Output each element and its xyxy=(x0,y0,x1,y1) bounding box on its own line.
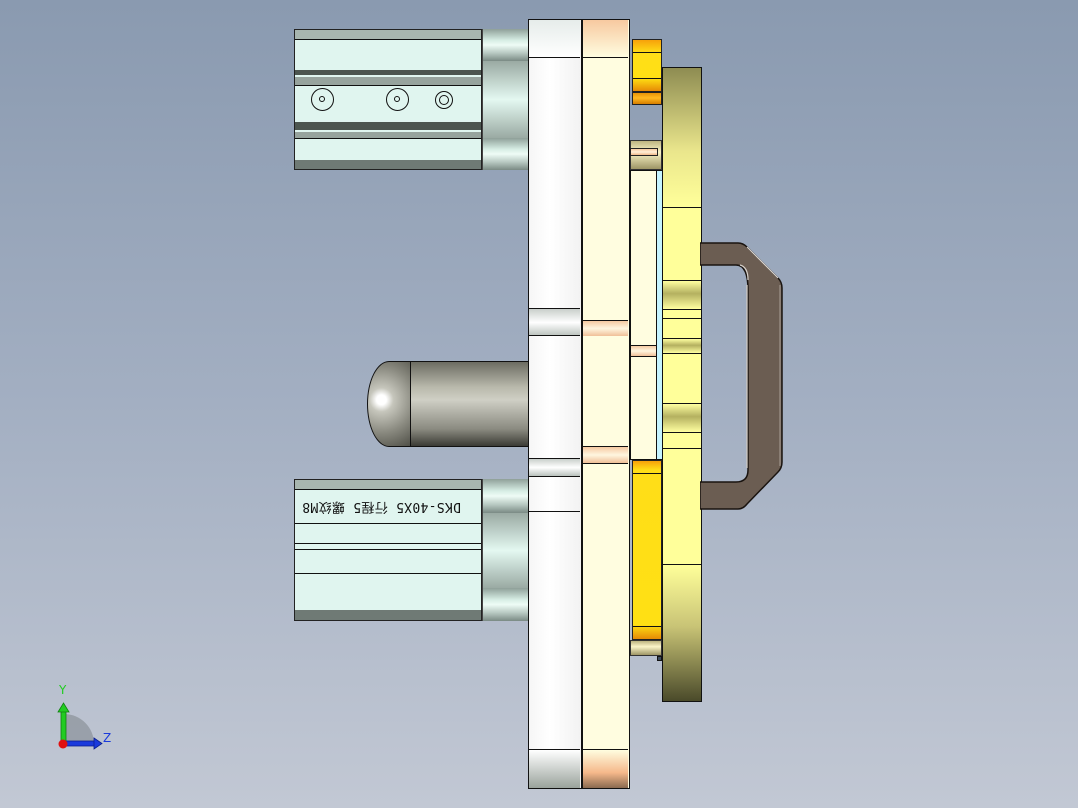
coordinate-triad: Y Z xyxy=(50,683,120,752)
plate-seam xyxy=(529,308,580,336)
clamp-edge xyxy=(663,318,701,319)
plate-bottom-bevel xyxy=(529,749,580,788)
base-plate-white[interactable] xyxy=(528,19,582,789)
locating-pin[interactable] xyxy=(367,361,531,447)
air-port-center xyxy=(394,96,400,102)
air-port-icon[interactable] xyxy=(386,88,409,111)
top-cylinder-slot xyxy=(295,122,481,130)
plate-top-bevel xyxy=(529,20,580,58)
guide-rod-bushing xyxy=(630,148,658,156)
block-edge xyxy=(633,52,661,53)
spacer-seam xyxy=(631,345,657,357)
yellow-clamp-plate[interactable] xyxy=(662,67,702,702)
top-cylinder-groove xyxy=(295,77,481,85)
bottom-cylinder[interactable]: DKS-40X5 行程5 螺纹M8 xyxy=(294,479,530,621)
edge-line xyxy=(295,138,481,140)
gold-stop-block-bottom[interactable] xyxy=(632,460,662,640)
bottom-cylinder-rod-upper xyxy=(482,479,528,513)
top-cylinder-slot xyxy=(295,70,481,75)
edge-line xyxy=(295,573,481,575)
top-cylinder-band xyxy=(295,160,481,169)
plate-top-shade xyxy=(663,68,701,208)
plate-seam-line xyxy=(529,335,580,336)
edge-line xyxy=(295,543,481,545)
clamp-band xyxy=(663,403,701,433)
bottom-cylinder-band xyxy=(295,610,481,620)
plate-bottom-shade xyxy=(663,564,701,701)
plate-seam xyxy=(583,446,628,464)
top-cylinder[interactable] xyxy=(294,29,530,170)
locating-pin-shaft xyxy=(410,361,531,447)
locating-pin-tip xyxy=(367,361,411,447)
plate-seam-line xyxy=(529,511,580,512)
base-plate-cream[interactable] xyxy=(582,19,630,789)
door-handle[interactable] xyxy=(700,240,790,515)
fitting-port-icon[interactable] xyxy=(435,91,453,109)
bottom-cylinder-rod-middle xyxy=(482,513,528,588)
small-fastener xyxy=(657,656,662,661)
edge-line xyxy=(295,85,481,87)
fitting-port-inner xyxy=(439,95,449,105)
edge-line xyxy=(295,523,481,525)
clamp-edge xyxy=(663,448,701,449)
top-cylinder-groove xyxy=(295,132,481,138)
air-port-center xyxy=(319,96,325,102)
bottom-cylinder-rod-lower xyxy=(482,588,528,621)
block-edge xyxy=(633,473,661,474)
edge-line xyxy=(295,39,481,41)
block-edge xyxy=(633,626,661,627)
plate-top-bevel xyxy=(583,20,628,58)
edge-line xyxy=(295,489,481,491)
air-port-icon[interactable] xyxy=(311,88,334,111)
top-cylinder-band xyxy=(295,30,481,39)
plate-bottom-bevel xyxy=(583,749,628,788)
block-edge xyxy=(633,78,661,79)
top-cylinder-rod-middle xyxy=(482,61,528,138)
top-cylinder-rod-upper xyxy=(482,29,528,61)
guide-rod-lower xyxy=(630,640,662,656)
inner-spacer-strip xyxy=(630,170,658,460)
plate-seam xyxy=(583,320,628,336)
bottom-cylinder-band xyxy=(295,480,481,489)
top-cylinder-rod-lower xyxy=(482,138,528,170)
plate-seam xyxy=(529,458,580,477)
triad-icon xyxy=(57,702,103,750)
edge-line xyxy=(295,549,481,551)
gold-stop-block-top[interactable] xyxy=(632,39,662,92)
clamp-band xyxy=(663,280,701,310)
clamp-band xyxy=(663,338,701,354)
cylinder-model-label: DKS-40X5 行程5 螺纹M8 xyxy=(302,499,461,514)
gold-block-rod xyxy=(632,92,662,105)
y-axis-label: Y xyxy=(59,683,67,697)
z-axis-label: Z xyxy=(103,731,112,745)
